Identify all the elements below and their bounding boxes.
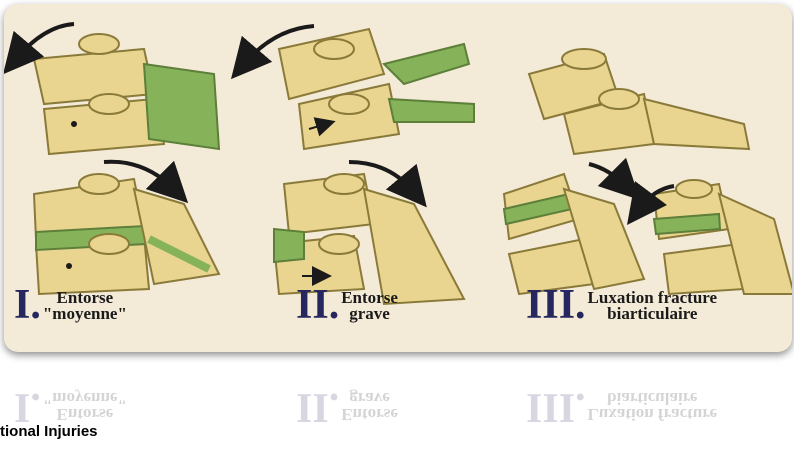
numeral-1: I. (14, 286, 41, 324)
caption-panel-1: I. Entorse "moyenne" (14, 286, 127, 324)
slide-title: tional Injuries (0, 423, 98, 440)
caption-1-line2: "moyenne" (43, 306, 127, 322)
caption-panel-2: II. Entorse grave (296, 286, 398, 324)
rotation-arrow-1a (16, 24, 74, 59)
panel-2-top-vertebrae (279, 29, 474, 149)
caption-3-line2: biarticulaire (588, 306, 718, 322)
reflection-caption-1-line1: Entorse (43, 406, 127, 422)
caption-panel-3: III. Luxation fracture biarticulaire (526, 286, 717, 324)
rotation-arrow-3a (589, 164, 626, 186)
illustration-card: I. Entorse "moyenne" II. Entorse grave I… (4, 4, 792, 352)
card-reflection: I. Entorse "moyenne" II. Entorse grave I… (4, 356, 792, 426)
reflection-caption-3-line2: biarticulaire (588, 390, 718, 406)
panel-3-bottom-vertebrae (504, 174, 792, 294)
panel-1-bottom-vertebrae (34, 174, 219, 294)
reflection-caption-2-line1: Entorse (341, 406, 398, 422)
numeral-2: II. (296, 286, 339, 324)
reflection-numeral-2: II. (296, 388, 339, 426)
panel-3-top-vertebrae (529, 49, 749, 154)
panel-1-top-vertebrae (34, 34, 219, 154)
reflection-numeral-1: I. (14, 388, 41, 426)
reflection-caption-3-line1: Luxation fracture (588, 406, 718, 422)
caption-2-line2: grave (341, 306, 398, 322)
numeral-3: III. (526, 286, 586, 324)
reflection-numeral-3: III. (526, 388, 586, 426)
reflection-caption-2-line2: grave (341, 390, 398, 406)
reflection-caption-1-line2: "moyenne" (43, 390, 127, 406)
